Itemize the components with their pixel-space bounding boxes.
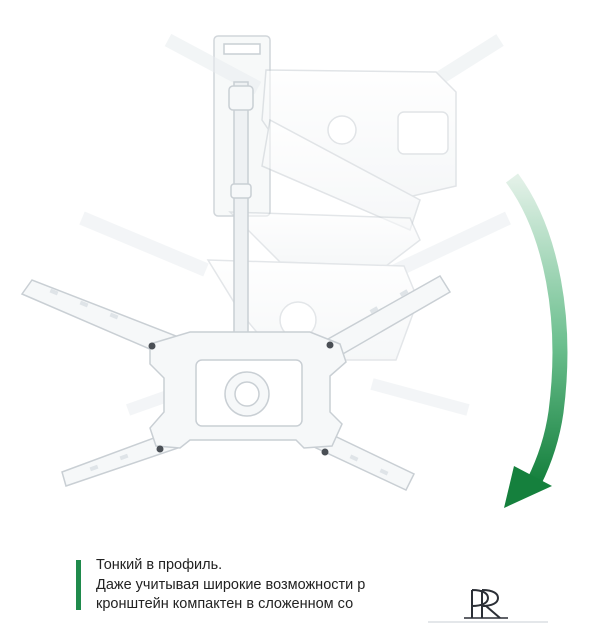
- pr-logo-icon: [428, 589, 548, 623]
- tv-wall-mount-icon: [20, 33, 511, 491]
- rotate-arrow-icon: [504, 173, 568, 508]
- caption-line-3: кронштейн компактен в сложенном со: [96, 596, 354, 612]
- product-image: [20, 33, 568, 508]
- caption-line-2: Даже учитывая широкие возможности р: [96, 576, 366, 593]
- caption-text: Тонкий в профиль. Даже учитывая широкие …: [96, 556, 412, 615]
- accent-bar: [76, 560, 81, 610]
- caption-line-1: Тонкий в профиль.: [96, 557, 223, 573]
- caption: Тонкий в профиль. Даже учитывая широкие …: [76, 556, 412, 616]
